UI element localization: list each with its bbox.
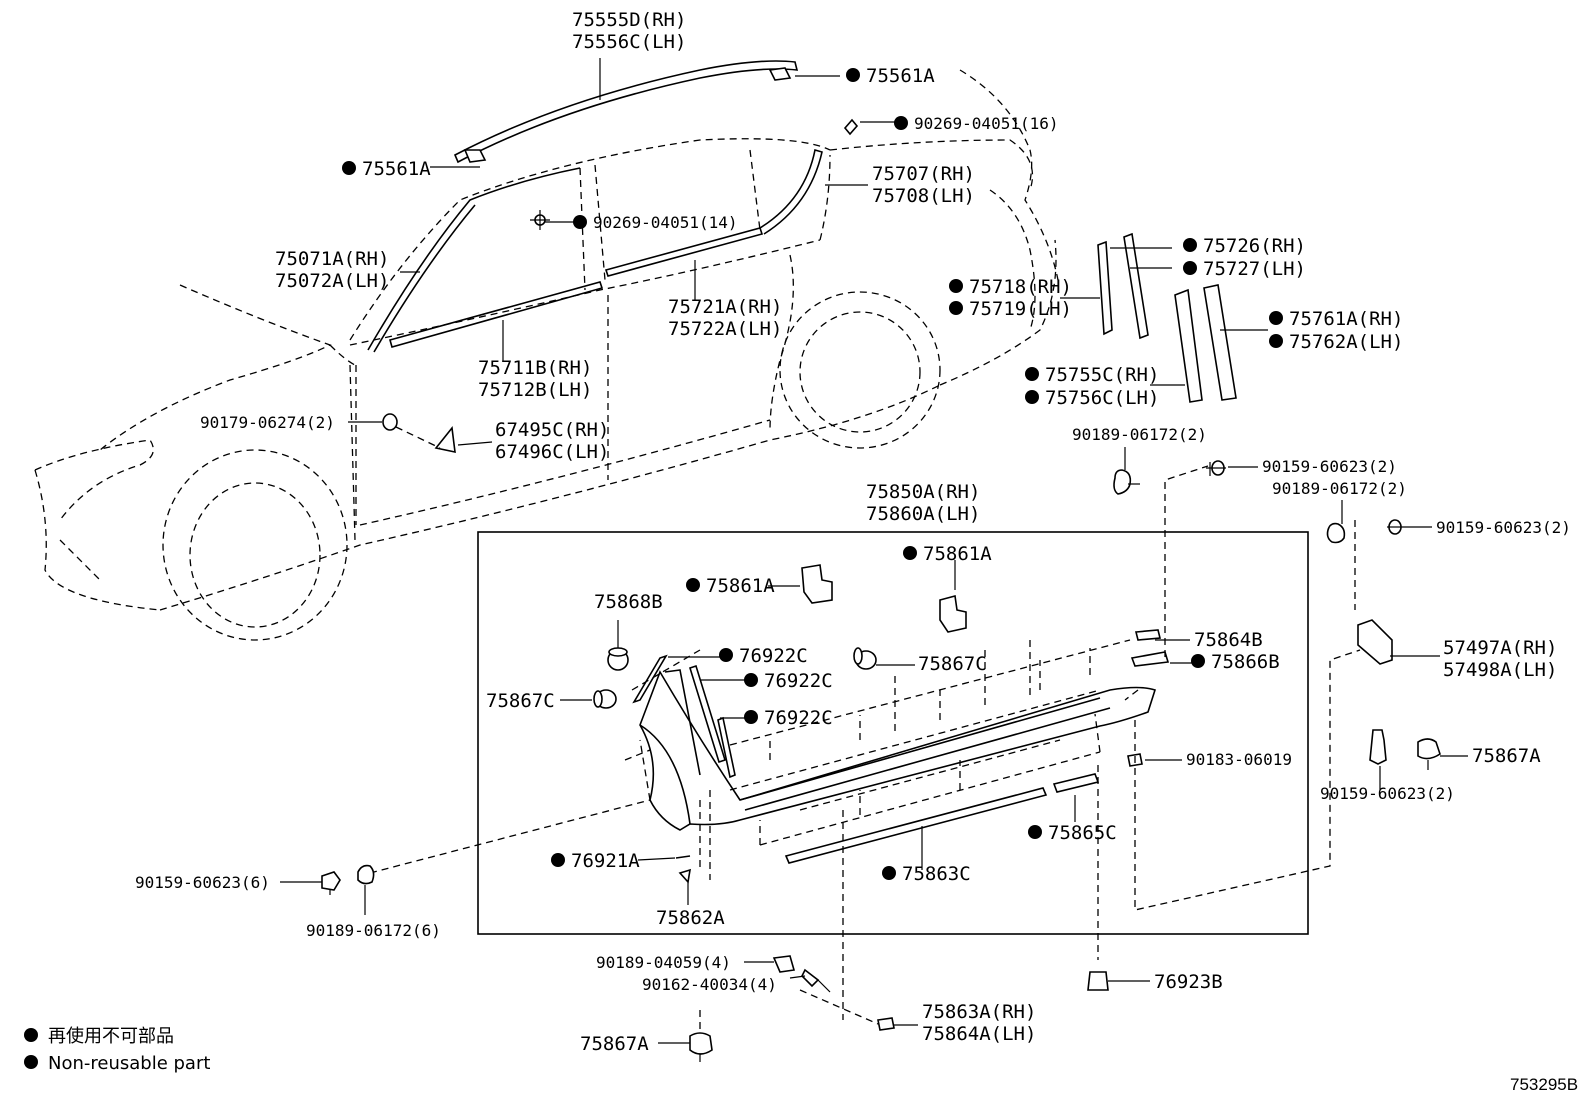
fasteners (321, 460, 1441, 1062)
label-75863A: 75863A(RH) (922, 1001, 1036, 1023)
part-labels: 75555D(RH) 75556C(LH) 75561A 90269-04051… (135, 9, 1571, 1055)
legend-english: Non-reusable part (48, 1053, 210, 1074)
label-75867A-bottom: 75867A (580, 1033, 649, 1055)
label-75860A: 75860A(LH) (866, 503, 980, 525)
label-90159-60623-top: 90159-60623(2) (1262, 457, 1397, 476)
non-reusable-icon (1191, 654, 1205, 668)
non-reusable-icon (24, 1028, 38, 1042)
non-reusable-icon (846, 68, 860, 82)
label-75762A: 75762A(LH) (1289, 331, 1403, 353)
label-75867C-middle: 75867C (918, 653, 987, 675)
label-75867A-right: 75867A (1472, 745, 1541, 767)
non-reusable-icon (949, 279, 963, 293)
front-door-garnish (382, 413, 456, 454)
label-75864B: 75864B (1194, 629, 1263, 651)
label-75556C: 75556C(LH) (572, 31, 686, 53)
label-90269-04051-14: 90269-04051(14) (593, 213, 738, 232)
label-75761A: 75761A(RH) (1289, 308, 1403, 330)
non-reusable-icon (686, 578, 700, 592)
label-90183-06019: 90183-06019 (1186, 750, 1292, 769)
label-75722A: 75722A(LH) (668, 318, 782, 340)
non-reusable-icon (1183, 261, 1197, 275)
label-75712B: 75712B(LH) (478, 379, 592, 401)
label-90159-60623-left: 90159-60623(6) (135, 873, 270, 892)
label-90159-60623-lower: 90159-60623(2) (1320, 784, 1455, 803)
label-76923B: 76923B (1154, 971, 1223, 993)
label-75867C-left: 75867C (486, 690, 555, 712)
non-reusable-icon (894, 116, 908, 130)
label-75866B: 75866B (1211, 651, 1280, 673)
label-75862A: 75862A (656, 907, 725, 929)
non-reusable-icon (573, 215, 587, 229)
non-reusable-icon (551, 853, 565, 867)
label-75863C: 75863C (902, 863, 971, 885)
label-76921A: 76921A (571, 850, 640, 872)
label-75561A-left: 75561A (362, 158, 431, 180)
non-reusable-icon (882, 866, 896, 880)
non-reusable-icon (1183, 238, 1197, 252)
non-reusable-icon (24, 1055, 38, 1069)
non-reusable-icon (903, 546, 917, 560)
label-75707: 75707(RH) (872, 163, 975, 185)
non-reusable-icon (1025, 367, 1039, 381)
label-75850A: 75850A(RH) (866, 481, 980, 503)
label-90159-60623-right: 90159-60623(2) (1436, 518, 1571, 537)
label-90189-06172-left: 90189-06172(6) (306, 921, 441, 940)
non-reusable-icon (744, 673, 758, 687)
non-reusable-icon (949, 301, 963, 315)
car-body-outline (34, 69, 1059, 641)
label-57498A: 57498A(LH) (1443, 659, 1557, 681)
label-90189-06172-right: 90189-06172(2) (1272, 479, 1407, 498)
label-75721A: 75721A(RH) (668, 296, 782, 318)
label-75711B: 75711B(RH) (478, 357, 592, 379)
non-reusable-icon (342, 161, 356, 175)
label-75861A-right: 75861A (923, 543, 992, 565)
label-75561A-top: 75561A (866, 65, 935, 87)
label-75718: 75718(RH) (969, 276, 1072, 298)
rocker-panel-assembly (369, 465, 1361, 1020)
label-75071A: 75071A(RH) (275, 248, 389, 270)
non-reusable-icon (1269, 334, 1283, 348)
label-90162-40034: 90162-40034(4) (642, 975, 777, 994)
non-reusable-icon (1028, 825, 1042, 839)
label-67495C: 67495C(RH) (495, 419, 609, 441)
leader-lines (280, 58, 1468, 1044)
pillar-garnishes (1097, 232, 1237, 403)
non-reusable-icon (1269, 311, 1283, 325)
label-75072A: 75072A(LH) (275, 270, 389, 292)
label-76922C-2: 76922C (764, 670, 833, 692)
non-reusable-icon (744, 710, 758, 724)
label-75756C: 75756C(LH) (1045, 387, 1159, 409)
label-75865C: 75865C (1048, 822, 1117, 844)
label-90179-06274: 90179-06274(2) (200, 413, 335, 432)
label-90269-04051-16: 90269-04051(16) (914, 114, 1059, 133)
label-75868B: 75868B (594, 591, 663, 613)
label-67496C: 67496C(LH) (495, 441, 609, 463)
label-75864A: 75864A(LH) (922, 1023, 1036, 1045)
figure-code: 753295B (1510, 1075, 1578, 1094)
label-90189-06172-top: 90189-06172(2) (1072, 425, 1207, 444)
label-75755C: 75755C(RH) (1045, 364, 1159, 386)
non-reusable-icon (1025, 390, 1039, 404)
label-90189-04059: 90189-04059(4) (596, 953, 731, 972)
label-75555D: 75555D(RH) (572, 9, 686, 31)
body-moldings (367, 60, 859, 353)
legend: 再使用不可部品 Non-reusable part (24, 1026, 210, 1074)
rocker-panel-frame (477, 531, 1309, 935)
label-76922C-1: 76922C (739, 645, 808, 667)
label-57497A: 57497A(RH) (1443, 637, 1557, 659)
label-75708: 75708(LH) (872, 185, 975, 207)
non-reusable-icon (719, 648, 733, 662)
label-76922C-3: 76922C (764, 707, 833, 729)
legend-japanese: 再使用不可部品 (48, 1026, 174, 1047)
label-75726: 75726(RH) (1203, 235, 1306, 257)
label-75719: 75719(LH) (969, 298, 1072, 320)
label-75727: 75727(LH) (1203, 258, 1306, 280)
label-75861A-left: 75861A (706, 575, 775, 597)
